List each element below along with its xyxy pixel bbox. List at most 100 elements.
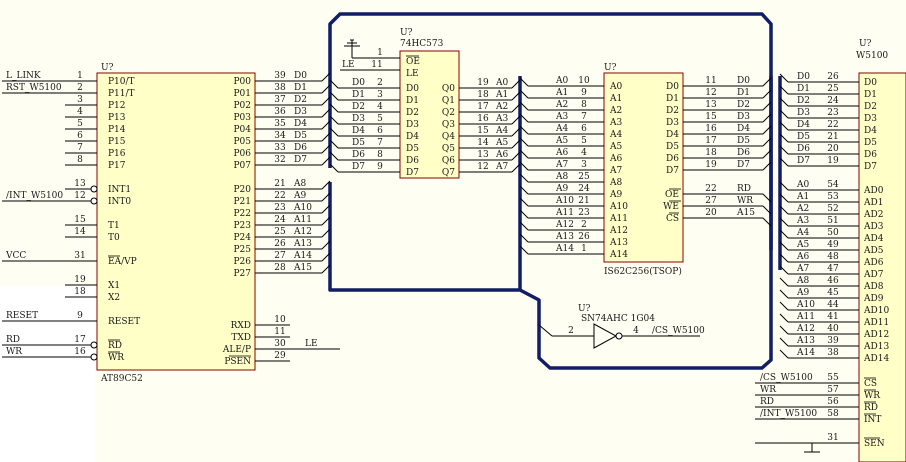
mcu-right-pin-name: ALE/P xyxy=(222,345,251,355)
w5100-left-pin-number: 51 xyxy=(827,216,838,226)
sram-right-net-label: D7 xyxy=(737,160,750,170)
w5100-left-bus-entry xyxy=(779,85,789,95)
w5100-left-pin-name: WR xyxy=(864,391,880,401)
mcu-right-net-label: D0 xyxy=(294,71,307,81)
mcu-right-net-label: D3 xyxy=(294,107,307,117)
mcu-right-pin-name: P07 xyxy=(233,161,251,171)
mcu-bus-entry xyxy=(321,72,331,82)
mcu-right-pin-number: 39 xyxy=(274,71,286,81)
w5100-left-pin-name: D1 xyxy=(864,90,877,100)
mcu-bus-entry xyxy=(321,228,331,238)
mcu-right-pin-name: PSEN xyxy=(224,357,251,367)
mcu-left-pin-number: 13 xyxy=(74,179,86,189)
mcu-right-pin-name: P24 xyxy=(233,233,251,243)
sram-left-bus-entry xyxy=(519,197,529,207)
mcu-bus-entry xyxy=(321,192,331,202)
mcu-right-pin-name: P05 xyxy=(233,137,251,147)
latch-left-pin-name: D1 xyxy=(406,96,419,106)
w5100-left-net-label: A7 xyxy=(796,264,809,274)
w5100-left-bus-entry xyxy=(779,97,789,107)
sram-left-pin-number: 7 xyxy=(581,112,587,122)
w5100-left-net-label: A9 xyxy=(796,288,809,298)
w5100-left-bus-entry xyxy=(779,265,789,275)
mcu-bus-entry xyxy=(321,108,331,118)
latch-right-bus-entry xyxy=(511,127,521,137)
mcu-left-pin-number: 1 xyxy=(77,71,83,81)
mcu-right-net-label: A11 xyxy=(293,215,312,225)
w5100-left-net-label: A10 xyxy=(796,300,815,310)
latch-left-net-label: D2 xyxy=(352,102,365,112)
latch-left-pin-name: D0 xyxy=(406,84,419,94)
latch-left-pin-number: 9 xyxy=(377,162,383,172)
latch-left-bus-entry xyxy=(329,163,339,173)
sram-left-bus-entry xyxy=(519,161,529,171)
mcu-left-pin-number: 5 xyxy=(77,119,83,129)
mcu-left-pin-bubble xyxy=(90,341,98,349)
w5100-left-pin-name: CS xyxy=(864,379,877,389)
latch-left-net-label: D5 xyxy=(352,138,365,148)
w5100-left-pin-number: 21 xyxy=(827,132,838,142)
mcu-bus-entry xyxy=(321,252,331,262)
sram-left-bus-entry xyxy=(519,245,529,255)
sram-right-pin-number: 18 xyxy=(705,148,717,158)
mcu-left-pin-bubble xyxy=(90,353,98,361)
mcu-right-pin-name: P03 xyxy=(233,113,251,123)
mcu-left-pin-number: 8 xyxy=(77,155,83,165)
sram-left-net-label: A2 xyxy=(555,100,568,110)
mcu-right-pin-name: P23 xyxy=(233,221,251,231)
w5100-left-bus-entry xyxy=(779,289,789,299)
mcu-right-net-label: LE xyxy=(305,339,318,349)
w5100-left-pin-number: 58 xyxy=(827,409,839,419)
w5100-left-bus-entry xyxy=(779,277,789,287)
w5100-left-pin-number: 45 xyxy=(827,288,839,298)
w5100-left-pin-name: AD1 xyxy=(863,198,883,208)
mcu-left-pin-number: 16 xyxy=(74,347,86,357)
w5100-left-pin-name: AD3 xyxy=(863,222,884,232)
latch-left-net-label: D1 xyxy=(352,90,365,100)
mcu-left-pin-name: INT0 xyxy=(108,197,131,207)
w5100-left-bus-entry xyxy=(779,217,789,227)
sram-left-net-label: A5 xyxy=(555,136,568,146)
latch-left-pin-number: 2 xyxy=(377,78,383,88)
w5100-left-pin-number: 50 xyxy=(827,228,839,238)
latch-left-pin-name: D2 xyxy=(406,108,419,118)
latch-left-pin-name: D5 xyxy=(406,144,419,154)
latch-top-pin-name: LE xyxy=(406,69,419,79)
latch-right-pin-number: 15 xyxy=(477,126,489,136)
sram-left-pin-name: A9 xyxy=(609,190,622,200)
mcu-bus-entry xyxy=(321,240,331,250)
mcu-left-pin-name: T1 xyxy=(108,221,120,231)
w5100-left-bus-entry xyxy=(779,301,789,311)
sram-left-bus-entry xyxy=(519,221,529,231)
w5100-left-pin-name: AD8 xyxy=(863,282,884,292)
w5100-left-pin-number: 56 xyxy=(827,397,839,407)
latch-le-net-label: LE xyxy=(342,60,355,70)
sram-left-net-label: A0 xyxy=(555,76,568,86)
mcu-left-pin-name: P14 xyxy=(108,125,126,135)
sram-right-net-label: D6 xyxy=(737,148,750,158)
w5100-left-pin-number: 49 xyxy=(827,240,839,250)
sram-right-net-label: RD xyxy=(737,184,751,194)
w5100-left-pin-name: AD4 xyxy=(863,234,884,244)
latch-left-pin-number: 6 xyxy=(377,126,383,136)
sram-left-net-label: A7 xyxy=(555,160,568,170)
w5100-left-bus-entry xyxy=(779,241,789,251)
mcu-right-net-label: A9 xyxy=(293,191,306,201)
mcu-left-pin-number: 3 xyxy=(77,95,83,105)
mcu-bus-entry xyxy=(321,264,331,274)
latch-name: 74HC573 xyxy=(400,39,444,49)
latch-left-bus-entry xyxy=(329,127,339,137)
sram-left-bus-entry xyxy=(519,209,529,219)
sram-right-net-label: D5 xyxy=(737,136,750,146)
mcu-left-pin-bubble xyxy=(90,185,98,193)
latch-left-net-label: D6 xyxy=(352,150,365,160)
sram-left-bus-entry xyxy=(519,137,529,147)
w5100-left-net-label: WR xyxy=(760,385,776,395)
w5100-left-pin-name: D4 xyxy=(864,126,877,136)
w5100-left-pin-number: 31 xyxy=(827,433,838,443)
sram-left-net-label: A14 xyxy=(555,244,574,254)
sram-left-pin-name: A10 xyxy=(609,202,628,212)
latch-left-bus-entry xyxy=(329,91,339,101)
mcu-bus-entry xyxy=(321,156,331,166)
sram-right-pin-name: D2 xyxy=(666,106,679,116)
